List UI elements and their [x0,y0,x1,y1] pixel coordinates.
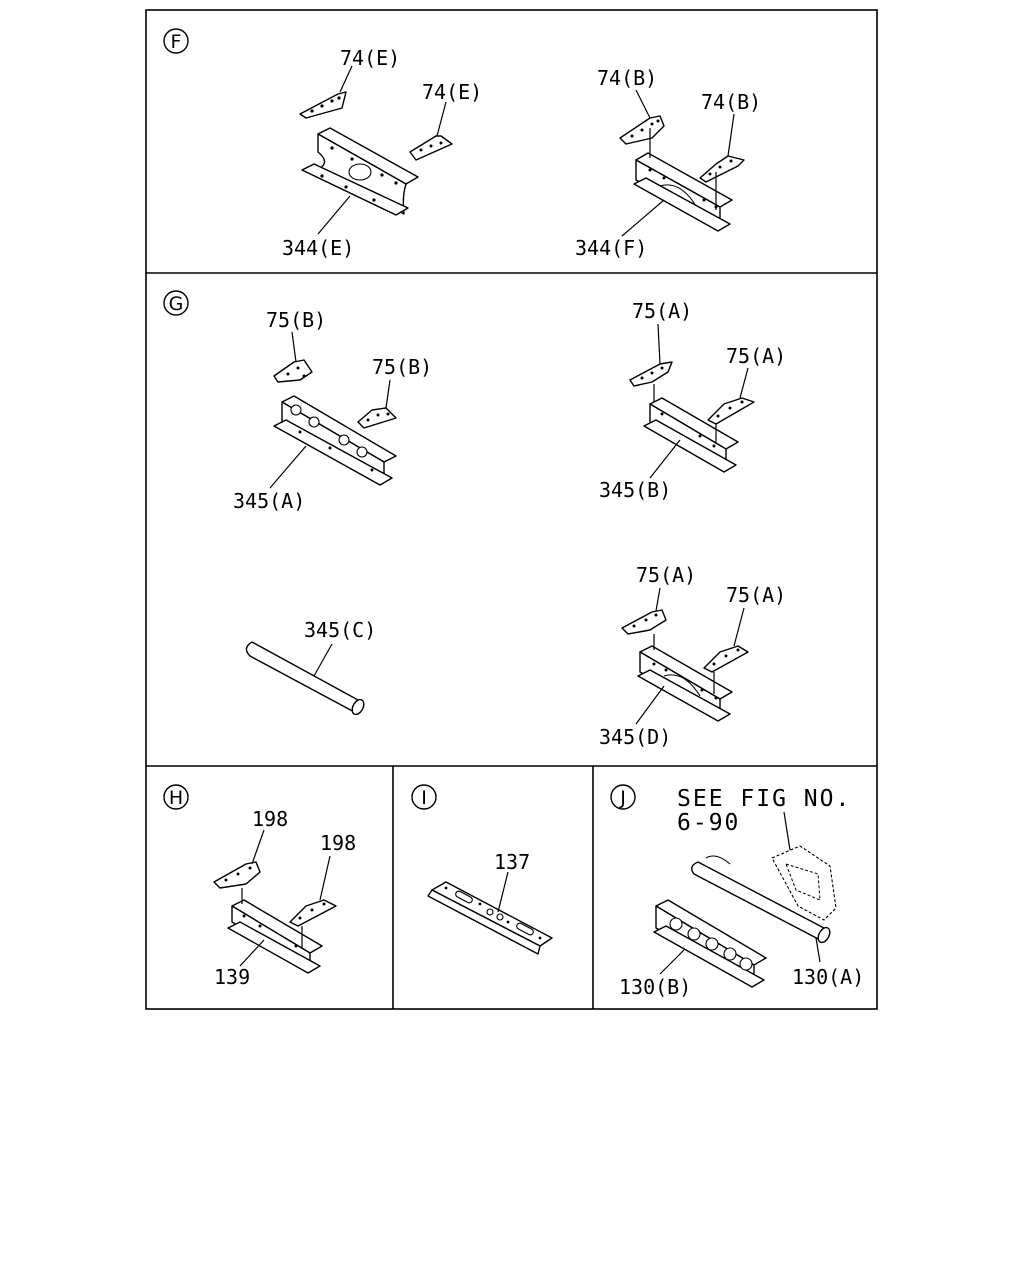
bracket-74e-left [299,91,347,119]
section-g-marker: G [163,290,189,316]
section-i: I 137 [411,784,553,955]
bracket-75a-bottom-left [621,609,667,635]
section-g-letter: G [169,293,184,315]
bracket-75b-right [357,407,397,429]
bracket-74e-right [409,135,453,161]
section-j-marker: J [610,784,636,810]
crossmember-345d [637,634,733,722]
bracket-198-right [289,899,337,927]
label-130b: 130(B) [619,975,691,999]
bracket-198-left [213,861,261,889]
label-75b-b: 75(B) [372,355,432,379]
bracket-75a-bottom-right [703,645,749,673]
see-fig-note-line1: SEE FIG NO. [677,786,851,812]
label-344e: 344(E) [282,236,354,260]
bracket-75b-left [273,359,313,383]
label-139: 139 [214,965,250,989]
label-75a-a: 75(A) [632,299,692,323]
label-74b-b: 74(B) [701,90,761,114]
see-fig-note-line2: 6-90 [677,810,740,836]
crossmember-345b [643,384,739,473]
label-130a: 130(A) [792,965,864,989]
section-h-marker: H [163,784,189,810]
label-198-b: 198 [320,831,356,855]
crossmember-139 [227,888,323,974]
bracket-75a-top-left [629,361,673,387]
crossmember-344f [633,128,733,232]
crossmember-345a [273,395,397,486]
label-345c: 345(C) [304,618,376,642]
bracket-74b-right [699,155,745,183]
label-345a: 345(A) [233,489,305,513]
referenced-bracket-6-90 [771,845,837,921]
section-f-letter: F [171,31,182,53]
label-198-a: 198 [252,807,288,831]
label-74e-b: 74(E) [422,80,482,104]
section-f: F 74(E) 74(E) 344(E) [163,28,761,260]
label-74e-a: 74(E) [340,46,400,70]
section-i-letter: I [421,787,427,809]
tube-130a [691,855,831,944]
section-h: H 198 198 139 [163,784,356,989]
section-h-letter: H [169,787,183,809]
bracket-74b-left [619,115,665,145]
label-75a-d: 75(A) [726,583,786,607]
label-75b-a: 75(B) [266,308,326,332]
label-345b: 345(B) [599,478,671,502]
label-344f: 344(F) [575,236,647,260]
label-345d: 345(D) [599,725,671,749]
tube-345c [245,641,365,716]
label-75a-c: 75(A) [636,563,696,587]
crossmember-130b [653,899,767,988]
section-j: J SEE FIG NO. 6-90 130(A) 130(B) [610,784,864,999]
label-137: 137 [494,850,530,874]
section-f-marker: F [163,28,189,54]
bracket-75a-top-right [707,397,755,425]
diagram-frame [145,9,878,1010]
label-74b-a: 74(B) [597,66,657,90]
crossmember-344e [301,127,419,216]
section-g: G 75(B) 75(B) 345(A) 75 [163,290,786,749]
section-i-marker: I [411,784,437,810]
section-j-letter: J [619,787,626,809]
label-75a-b: 75(A) [726,344,786,368]
rail-137 [427,881,553,955]
